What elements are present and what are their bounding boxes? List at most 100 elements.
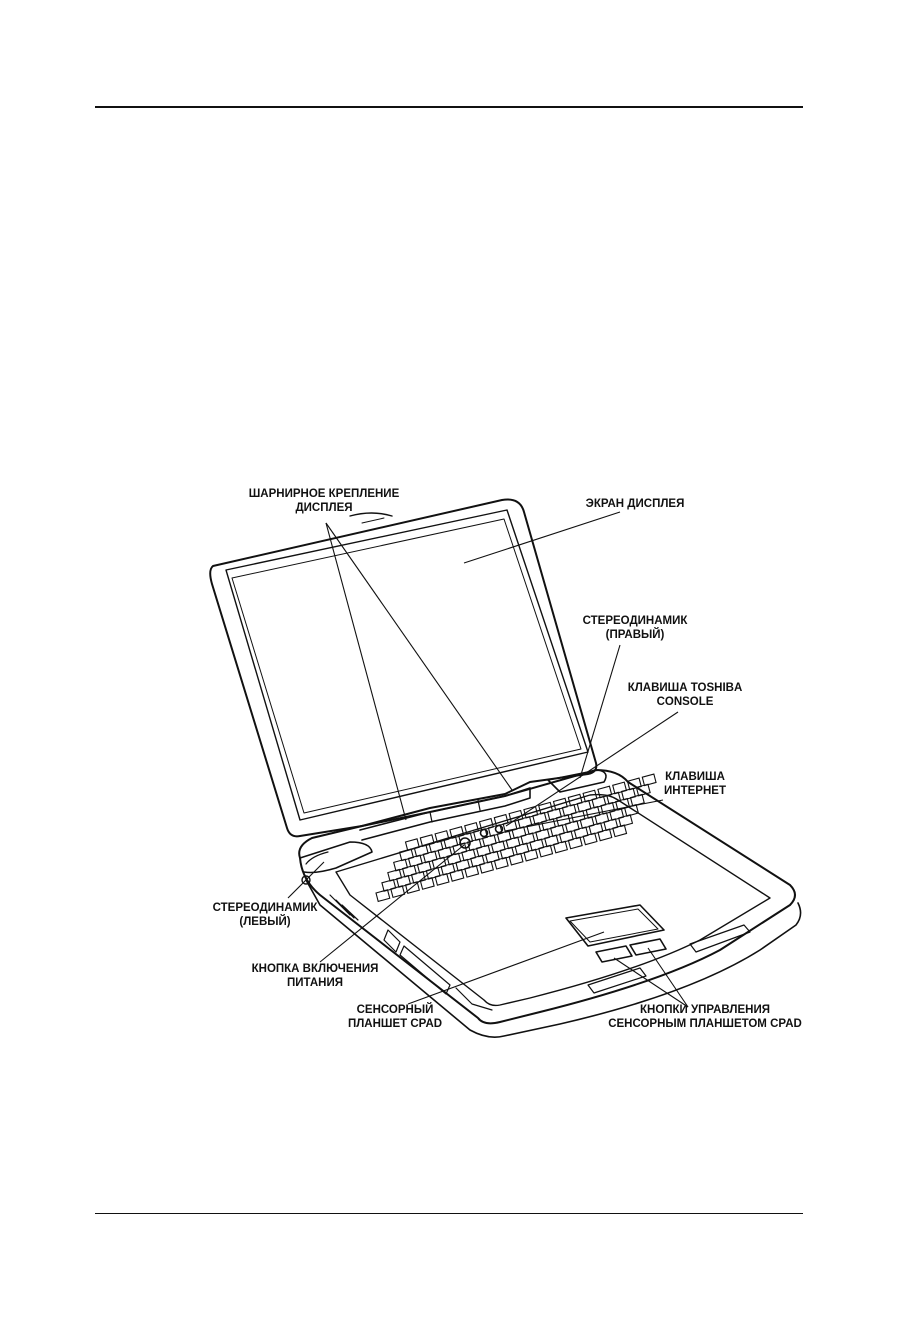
right-speaker: [547, 769, 607, 793]
key: [461, 848, 477, 862]
key: [538, 801, 554, 815]
label-touchpad: СЕНСОРНЫЙ ПЛАНШЕТ CPAD: [325, 1003, 465, 1031]
key: [375, 889, 391, 903]
key: [541, 818, 557, 831]
key: [558, 830, 574, 844]
key: [552, 797, 568, 811]
key: [552, 840, 569, 854]
key: [475, 844, 492, 858]
key: [514, 842, 530, 856]
label-display-hinge: ШАРНИРНОЕ КРЕПЛЕНИЕ ДИСПЛЕЯ: [224, 487, 424, 515]
label-line: КЛАВИША TOSHIBA: [627, 682, 743, 694]
key: [561, 803, 577, 817]
label-line: (ЛЕВЫЙ): [239, 916, 291, 928]
key: [508, 809, 524, 823]
key: [493, 856, 509, 870]
key: [612, 781, 628, 795]
footer-rule: [95, 1213, 803, 1214]
label-line: СЕНСОРНЫМ ПЛАНШЕТОМ CPAD: [608, 1018, 802, 1030]
key: [490, 840, 506, 854]
key: [546, 807, 563, 821]
label-internet-key: КЛАВИША ИНТЕРНЕТ: [615, 770, 775, 798]
key: [416, 860, 432, 874]
display-lid: [209, 498, 598, 838]
key: [600, 801, 616, 815]
label-line: ДИСПЛЕЯ: [295, 502, 353, 514]
key: [478, 860, 495, 874]
key: [413, 844, 429, 858]
key: [529, 838, 545, 852]
key: [493, 813, 509, 827]
key: [505, 836, 521, 850]
key: [582, 789, 598, 803]
key: [579, 816, 595, 830]
key: [440, 862, 456, 876]
key: [532, 811, 548, 825]
key: [398, 848, 415, 862]
key: [523, 805, 539, 819]
label-power-button: КНОПКА ВКЛЮЧЕНИЯ ПИТАНИЯ: [230, 962, 400, 990]
label-line: КЛАВИША: [665, 771, 725, 783]
key: [626, 777, 642, 791]
key: [567, 836, 583, 850]
console-button: [479, 828, 489, 838]
key: [567, 793, 583, 807]
touchpad-right-button: [629, 938, 667, 956]
key: [396, 874, 412, 888]
label-line: КНОПКИ УПРАВЛЕНИЯ: [640, 1004, 770, 1016]
label-line: CONSOLE: [656, 696, 714, 708]
internet-button: [494, 824, 504, 834]
key: [393, 858, 409, 872]
key: [564, 820, 580, 834]
key: [484, 850, 500, 864]
leader-lines: [287, 511, 689, 1008]
touchpad: [565, 904, 665, 947]
key: [523, 848, 539, 862]
key: [597, 828, 613, 842]
label-speaker-left: СТЕРЕОДИНАМИК (ЛЕВЫЙ): [190, 901, 340, 929]
key: [508, 852, 524, 866]
key: [407, 854, 423, 868]
touchpad-left-button: [595, 945, 633, 963]
key: [576, 799, 592, 813]
key: [470, 854, 486, 868]
key: [573, 826, 589, 840]
label-speaker-right: СТЕРЕОДИНАМИК (ПРАВЫЙ): [555, 614, 715, 642]
key: [387, 868, 403, 882]
label-line: (ПРАВЫЙ): [605, 629, 665, 641]
key: [544, 834, 560, 848]
laptop-base: [298, 769, 796, 1025]
key: [434, 830, 450, 843]
label-line: ПЛАНШЕТ CPAD: [347, 1018, 443, 1030]
label-line: ЭКРАН ДИСПЛЕЯ: [585, 498, 685, 510]
key: [434, 872, 450, 886]
display-screen: [225, 509, 589, 821]
key: [641, 773, 657, 787]
key: [419, 834, 435, 848]
key: [422, 850, 438, 864]
left-speaker: [299, 841, 373, 874]
key: [381, 878, 397, 892]
key: [449, 868, 465, 882]
key: [535, 828, 551, 842]
key: [582, 832, 598, 846]
key: [549, 824, 566, 838]
label-line: СТЕРЕОДИНАМИК: [212, 902, 318, 914]
label-line: ПИТАНИЯ: [287, 977, 343, 989]
key: [404, 838, 420, 852]
key: [464, 821, 480, 835]
key: [431, 856, 447, 870]
key: [464, 864, 480, 878]
key: [538, 844, 554, 858]
key: [603, 818, 619, 832]
key: [499, 846, 515, 860]
key: [618, 814, 634, 828]
power-button: [459, 837, 471, 849]
key: [401, 864, 418, 878]
header-rule: [95, 106, 803, 108]
key: [588, 822, 604, 836]
key: [449, 826, 465, 839]
label-line: КНОПКА ВКЛЮЧЕНИЯ: [251, 963, 379, 975]
key: [594, 812, 610, 825]
key: [478, 817, 494, 831]
